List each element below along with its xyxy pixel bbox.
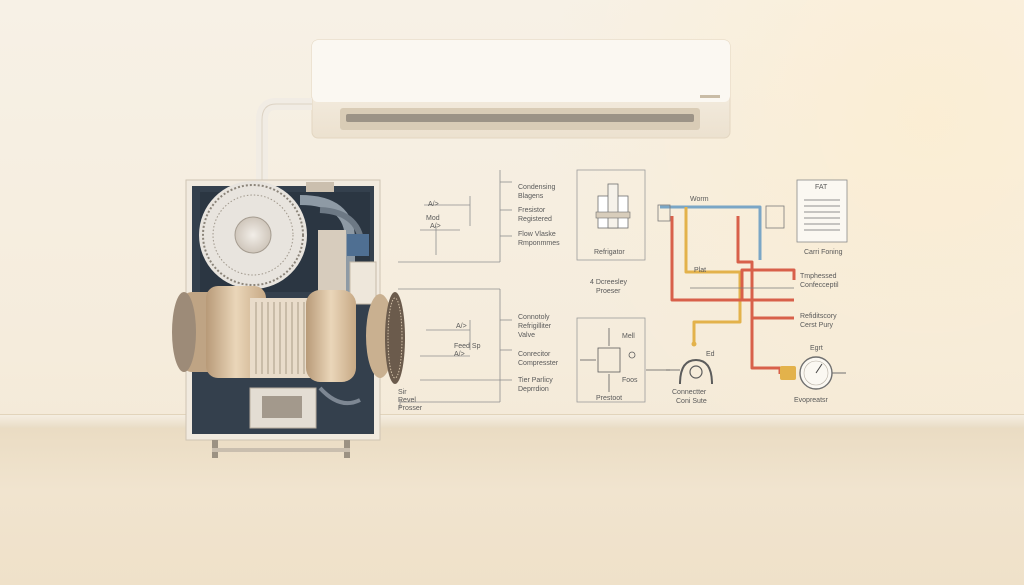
- outdoor-unit: [172, 179, 405, 458]
- refrigerator-label: Refrigator: [594, 249, 625, 256]
- component-label: Conrecitor: [518, 351, 551, 358]
- component-label: Condensing: [518, 184, 556, 191]
- component-label: Revel: [398, 397, 416, 404]
- pipe-label: Plat: [694, 267, 707, 274]
- fan-box-title: FAT: [815, 184, 828, 191]
- component-label: Registered: [518, 216, 552, 223]
- condenser-fan: [199, 181, 307, 289]
- schematic-tag: Mod: [426, 215, 440, 222]
- valve-label: Mell: [622, 333, 635, 340]
- processor-label: Proeser: [596, 288, 621, 295]
- schematic-tag: A/>: [428, 201, 439, 208]
- warm-label: Worm: [690, 196, 709, 203]
- component-label: Blagens: [518, 193, 544, 200]
- component-label: Fresistor: [518, 207, 546, 214]
- component-label: Compresster: [518, 360, 559, 367]
- compressor-symbol: [666, 341, 713, 385]
- indoor-ac-unit: [311, 39, 731, 139]
- compressor-label: Connectter: [672, 389, 707, 396]
- schematic-tag: A/>: [454, 351, 465, 358]
- component-label: Refrigilliter: [518, 323, 552, 330]
- refrigerator-box: [576, 169, 646, 261]
- fan-coil-box: [796, 179, 848, 243]
- pipe-label: Refiditscory: [800, 313, 837, 320]
- component-label: Flow Vlaske: [518, 231, 556, 238]
- compressor-motor: [172, 286, 405, 384]
- schematic-tag: A/>: [456, 323, 467, 330]
- compressor-label: Coni Sute: [676, 398, 707, 405]
- gauge-label: Egrt: [810, 345, 823, 352]
- refrigerant-line: [256, 98, 312, 182]
- pipe-label: Confecceptil: [800, 282, 839, 289]
- pipe-label: Tmphessed: [800, 273, 837, 280]
- evaporator-gauge: [780, 356, 846, 390]
- component-label: Sir: [398, 389, 407, 396]
- schematic-tag: A/>: [430, 223, 441, 230]
- fan-caption: Carri Foning: [804, 249, 843, 256]
- component-label: Tier Parlicy: [518, 377, 553, 384]
- valve-label: Foos: [622, 377, 638, 384]
- refrigerant-circuit: [660, 205, 796, 374]
- component-label: Deprrdion: [518, 386, 549, 393]
- valve-caption: Prestoot: [596, 395, 623, 402]
- component-label: Connotoly: [518, 314, 550, 321]
- pipe-label: Cerst Pury: [800, 322, 834, 329]
- left-schematic-lines: [398, 170, 512, 408]
- evaporator-label: Evopreatsr: [794, 397, 828, 404]
- expansion-valve-box: [576, 317, 670, 403]
- compressor-mark: Ed: [706, 351, 715, 358]
- component-label: Valve: [518, 332, 535, 339]
- processor-label: 4 Dcreesley: [590, 279, 627, 286]
- component-label: Rmponmmes: [518, 240, 560, 247]
- schematic-tag: Feed Sp: [454, 343, 481, 350]
- component-label: Prosser: [398, 405, 423, 412]
- floor: [0, 428, 1024, 585]
